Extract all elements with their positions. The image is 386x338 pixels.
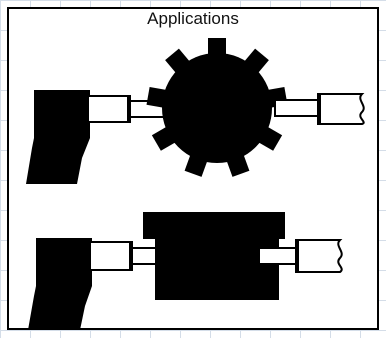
tube-top-left: [87, 95, 131, 123]
tube-bottom-left: [89, 241, 133, 271]
top-application: [26, 38, 365, 184]
tool-body-top-left-icon: [26, 90, 90, 184]
bottom-application: [28, 212, 343, 330]
tube-top-right: [317, 93, 365, 125]
tube-bottom-right: [295, 239, 343, 273]
shaft-top-right: [274, 99, 320, 117]
gear-icon: [146, 38, 288, 177]
tool-body-bottom-left-icon: [28, 238, 92, 330]
figure-title: Applications: [147, 9, 239, 28]
shaft-bottom-right: [258, 247, 298, 265]
spool-block-icon: [143, 212, 285, 300]
